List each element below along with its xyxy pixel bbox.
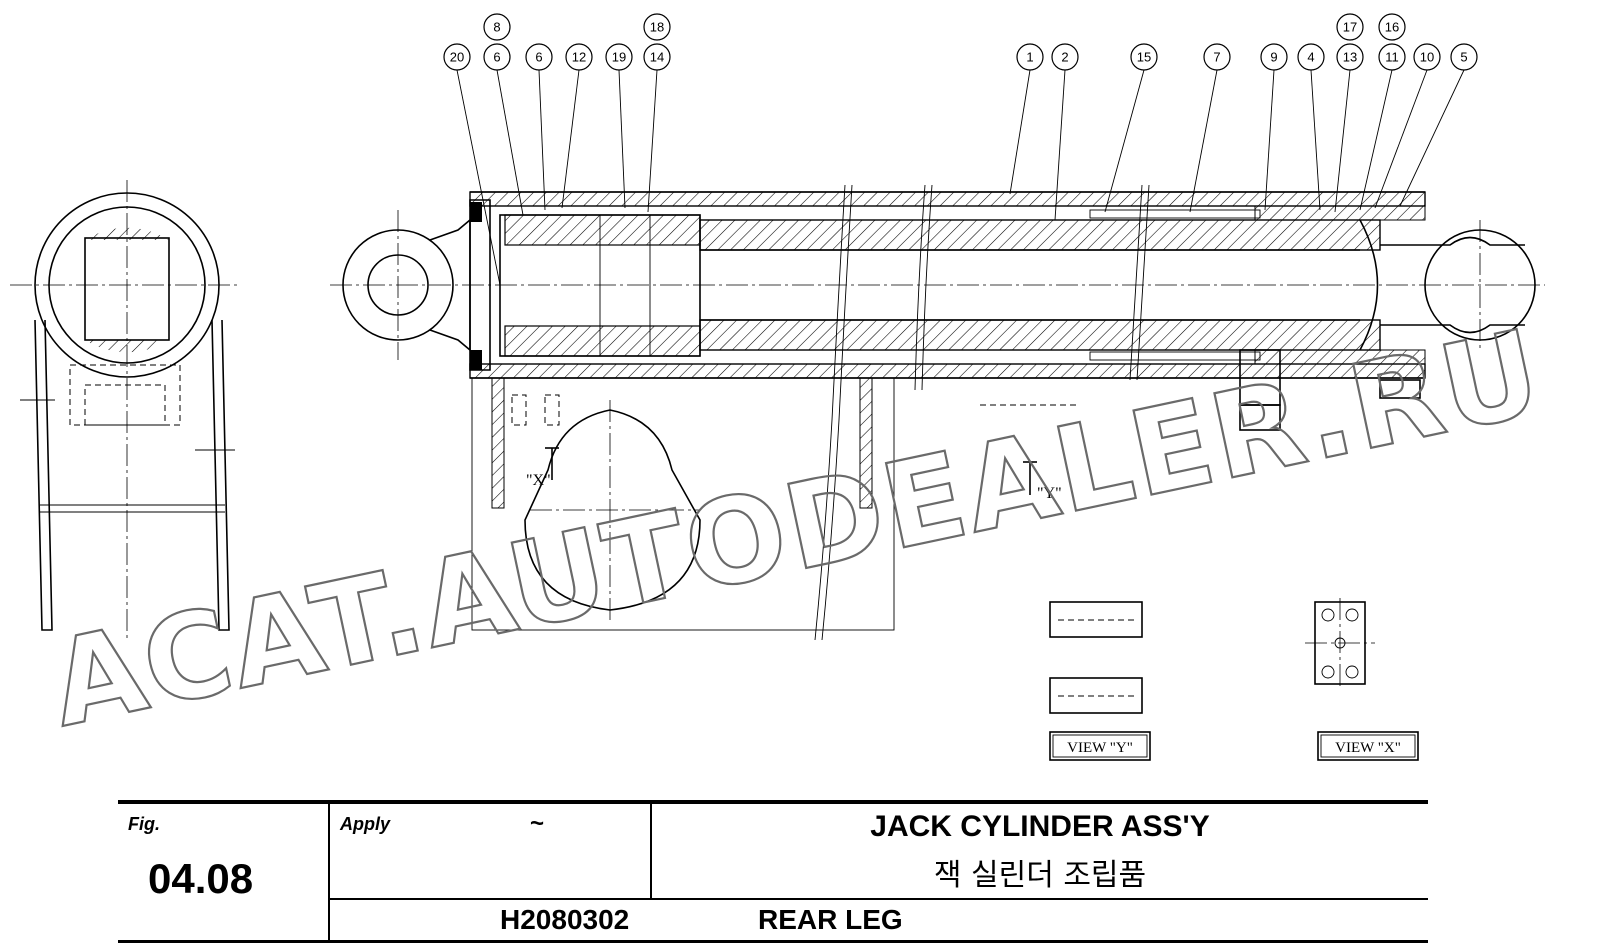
balloon-9: 9 (1260, 43, 1288, 71)
svg-text:4: 4 (1307, 50, 1314, 65)
svg-text:15: 15 (1137, 50, 1151, 65)
svg-text:9: 9 (1270, 50, 1277, 65)
fig-number: 04.08 (148, 855, 254, 902)
end-view (10, 180, 240, 640)
svg-text:1: 1 (1026, 50, 1033, 65)
balloon-10: 10 (1413, 43, 1441, 71)
leader-lines (456, 69, 1465, 286)
balloon-1: 1 (1016, 43, 1044, 71)
apply-label: Apply (340, 814, 391, 834)
balloon-6b: 6 (525, 43, 553, 71)
title-block: Fig. 04.08 Apply ~ JACK CYLINDER ASS'Y 잭… (118, 800, 1428, 943)
balloon-19: 19 (605, 43, 633, 71)
part-description: REAR LEG (758, 904, 903, 935)
svg-text:6: 6 (535, 50, 542, 65)
balloon-7: 7 (1203, 43, 1231, 71)
svg-text:19: 19 (612, 50, 626, 65)
balloon-12: 12 (565, 43, 593, 71)
svg-text:2: 2 (1061, 50, 1068, 65)
svg-text:20: 20 (450, 50, 464, 65)
balloon-2: 2 (1051, 43, 1079, 71)
svg-text:10: 10 (1420, 50, 1434, 65)
svg-text:13: 13 (1343, 50, 1357, 65)
section-y-label: "Y" (1037, 485, 1062, 502)
part-number: H2080302 (500, 904, 630, 935)
svg-text:7: 7 (1213, 50, 1220, 65)
svg-text:8: 8 (493, 20, 500, 35)
apply-value: ~ (530, 810, 545, 837)
title-ko: 잭 실린더 조립품 (933, 858, 1147, 893)
svg-text:6: 6 (493, 50, 500, 65)
svg-text:14: 14 (650, 50, 664, 65)
svg-text:16: 16 (1385, 20, 1399, 35)
balloon-6a: 6 (483, 43, 511, 71)
balloon-11: 11 (1378, 43, 1406, 71)
balloon-5: 5 (1450, 43, 1478, 71)
svg-text:11: 11 (1385, 50, 1399, 65)
balloon-4: 4 (1297, 43, 1325, 71)
svg-text:17: 17 (1343, 20, 1357, 35)
balloon-14: 14 (643, 43, 671, 71)
cylinder-assembly (330, 184, 1545, 641)
balloon-18: 18 (643, 13, 671, 41)
view-y-label: VIEW "Y" (1067, 740, 1133, 756)
svg-text:12: 12 (572, 50, 586, 65)
fig-label: Fig. (128, 814, 160, 834)
section-x-label: "X" (526, 472, 551, 489)
balloon-15: 15 (1130, 43, 1158, 71)
section-labels: "X" "Y" (526, 472, 1062, 502)
balloon-20: 20 (443, 43, 471, 71)
view-x-label: VIEW "X" (1335, 740, 1401, 756)
balloon-16: 16 (1378, 13, 1406, 41)
balloon-8: 8 (483, 13, 511, 41)
balloon-13: 13 (1336, 43, 1364, 71)
detail-views: VIEW "Y" VIEW "X" (1049, 598, 1419, 761)
svg-text:18: 18 (650, 20, 664, 35)
svg-text:5: 5 (1460, 50, 1467, 65)
balloon-17: 17 (1336, 13, 1364, 41)
title-en: JACK CYLINDER ASS'Y (870, 810, 1210, 843)
